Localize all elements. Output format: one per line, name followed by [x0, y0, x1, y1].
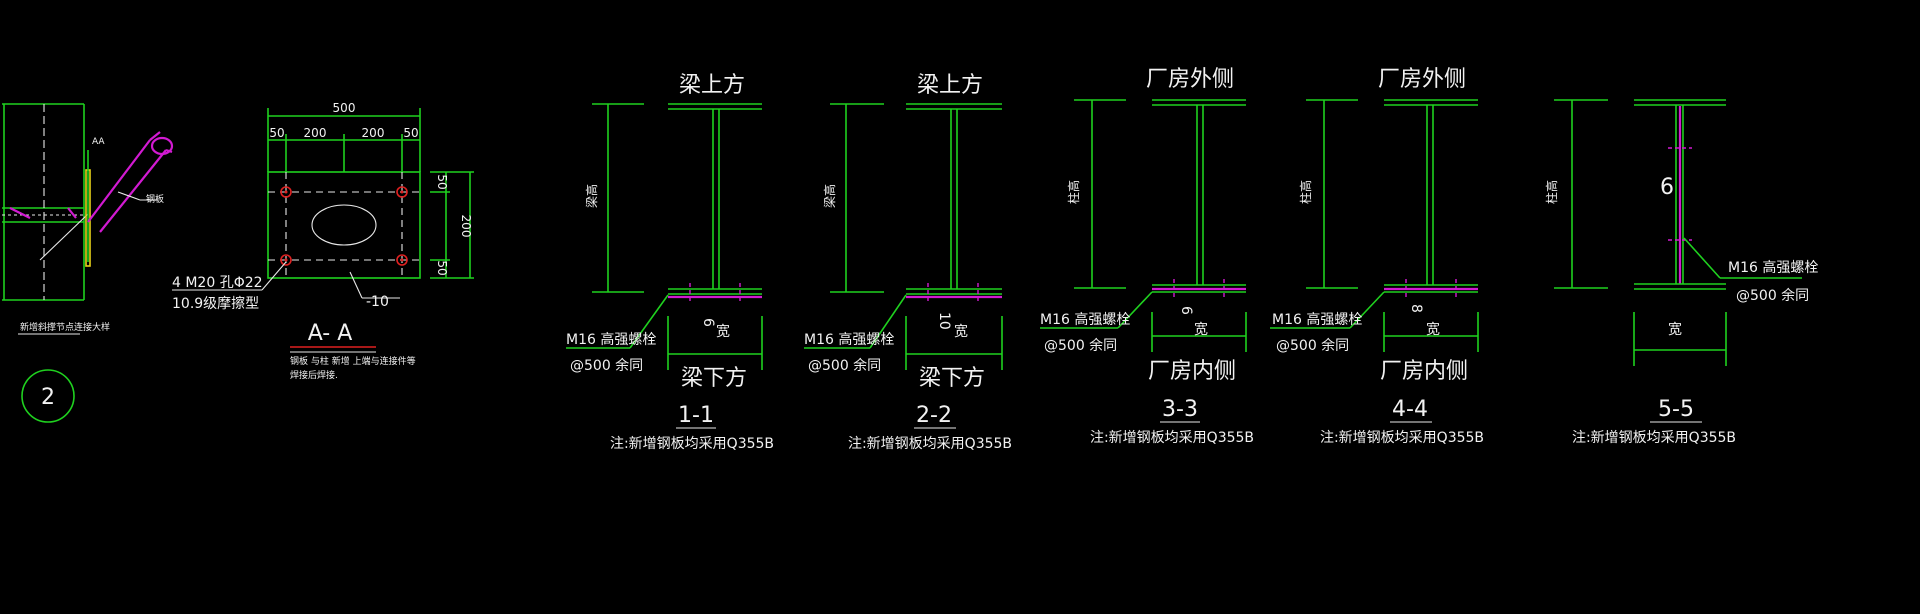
base-plate — [267, 171, 421, 279]
material-note: 注:新增钢板均采用Q355B — [1320, 430, 1484, 446]
plate-detail-aa: 500 50 200 200 50 50 200 50 4 M20 孔Φ22 — [172, 101, 474, 381]
bolt-spacing: @500 余同 — [570, 357, 643, 374]
width-label: 宽 — [954, 323, 968, 340]
detail-marker-number: 2 — [41, 385, 55, 410]
bolt-grade-label: 10.9级摩擦型 — [172, 295, 259, 312]
detail-marker-circle — [21, 369, 75, 423]
plate-dim-3: 200 — [362, 126, 385, 140]
plate-dim-4: 50 — [403, 126, 418, 140]
material-note: 注:新增钢板均采用Q355B — [848, 436, 1012, 452]
svg-text:钢板: 钢板 — [146, 193, 164, 205]
material-note: 注:新增钢板均采用Q355B — [610, 436, 774, 452]
bolt-spec-label: 4 M20 孔Φ22 — [172, 275, 263, 291]
height-label: 柱高 — [1544, 180, 1559, 204]
width-label: 宽 — [1194, 321, 1208, 338]
height-label: 柱高 — [1066, 180, 1081, 204]
section-number: 2-2 — [916, 403, 952, 428]
brace-detail-caption: 新增斜撑节点连接大样 — [20, 321, 110, 333]
height-label: 梁高 — [822, 184, 837, 208]
bolt-hole-icon — [396, 186, 408, 198]
section-number: 3-3 — [1162, 397, 1198, 422]
width-label: 宽 — [716, 323, 730, 340]
section-4-4: 柱高 厂房外侧 厂房内侧 宽 8 M16 高强螺栓 @500 余同 4-4 注:… — [1270, 67, 1484, 446]
material-note: 注:新增钢板均采用Q355B — [1090, 430, 1254, 446]
bolt-hole-icon — [280, 254, 292, 266]
bolt-spec: M16 高强螺栓 — [1728, 259, 1818, 276]
bolt-spec: M16 高强螺栓 — [566, 331, 656, 348]
section-bottom-label: 梁下方 — [681, 366, 747, 391]
bolt-spec: M16 高强螺栓 — [1272, 311, 1362, 328]
bolt-hole-icon — [280, 186, 292, 198]
brace-connection-detail: 钢板 AA 2 新增斜撑节点连接大样 — [2, 103, 174, 423]
plate-side-dim-2: 200 — [459, 215, 473, 238]
section-5-5: 柱高 6 宽 M16 高强螺栓 @500 余同 5-5 注:新增钢板均采用Q35… — [1544, 99, 1818, 446]
plate-thickness-value: 8 — [1408, 304, 1424, 313]
plate-thickness-value: 6 — [700, 318, 716, 327]
bolt-spec: M16 高强螺栓 — [804, 331, 894, 348]
bolt-spacing: @500 余同 — [1276, 337, 1349, 354]
section-top-label: 厂房外侧 — [1146, 67, 1234, 92]
bolt-spacing: @500 余同 — [1044, 337, 1117, 354]
section-aa-title: A- A — [308, 321, 353, 346]
section-number: 5-5 — [1658, 397, 1694, 422]
bolt-hole-icon — [396, 254, 408, 266]
plate-thickness-value: 6 — [1178, 306, 1194, 315]
section-3-3: 柱高 厂房外侧 厂房内侧 宽 6 M16 高强螺栓 @500 余同 3-3 注:… — [1040, 67, 1254, 446]
bolt-spec: M16 高强螺栓 — [1040, 311, 1130, 328]
section-number: 1-1 — [678, 403, 714, 428]
plate-dim-1: 50 — [269, 126, 284, 140]
section-number: 4-4 — [1392, 397, 1428, 422]
tube-opening — [311, 204, 377, 246]
width-label: 宽 — [1668, 321, 1682, 338]
plate-thickness-value: 10 — [936, 312, 952, 330]
plate-side-dim-1: 50 — [435, 174, 449, 189]
height-label: 梁高 — [584, 184, 599, 208]
section-1-1: 梁高 梁上方 梁下方 宽 6 M16 高强螺栓 @500 余同 1-1 注:新增… — [566, 73, 774, 452]
plate-thickness-label: -10 — [366, 294, 389, 310]
section-top-label: 厂房外侧 — [1378, 67, 1466, 92]
plate-note-1: 钢板 与柱 新增 上端与连接件等 — [290, 355, 416, 367]
plate-dim-2: 200 — [304, 126, 327, 140]
section-bottom-label: 厂房内侧 — [1380, 359, 1468, 384]
section-bottom-label: 厂房内侧 — [1148, 359, 1236, 384]
plate-thickness-value: 6 — [1660, 175, 1674, 200]
plate-side-dim-3: 50 — [435, 260, 449, 275]
material-note: 注:新增钢板均采用Q355B — [1572, 430, 1736, 446]
section-bottom-label: 梁下方 — [919, 366, 985, 391]
bolt-spacing: @500 余同 — [808, 357, 881, 374]
height-label: 柱高 — [1298, 180, 1313, 204]
bolt-spacing: @500 余同 — [1736, 287, 1809, 304]
section-top-label: 梁上方 — [917, 73, 983, 98]
section-2-2: 梁高 梁上方 梁下方 宽 10 M16 高强螺栓 @500 余同 2-2 注:新… — [804, 73, 1012, 452]
width-label: 宽 — [1426, 321, 1440, 338]
svg-text:AA: AA — [92, 137, 105, 147]
section-top-label: 梁上方 — [679, 73, 745, 98]
plate-note-2: 焊接后焊接. — [290, 369, 338, 381]
plate-overall-dim: 500 — [333, 101, 356, 115]
